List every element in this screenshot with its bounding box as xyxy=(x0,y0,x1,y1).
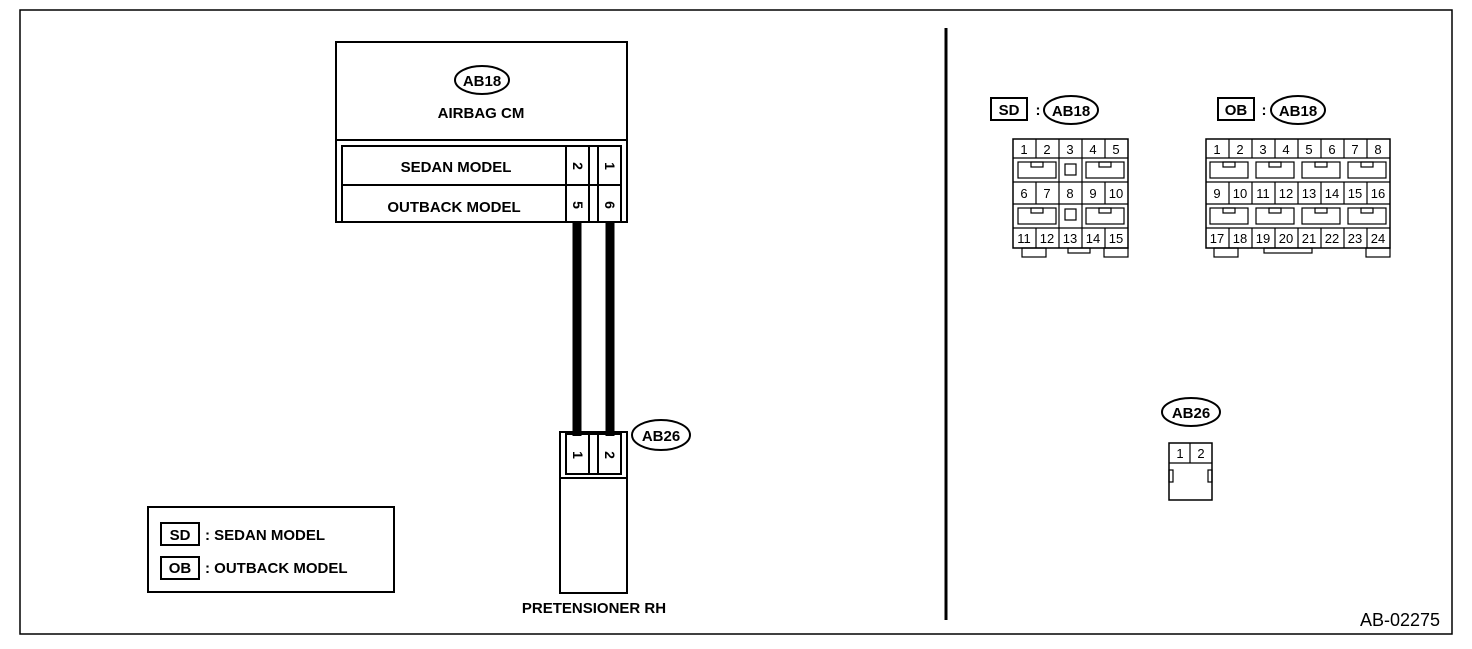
ob-pin-18: 18 xyxy=(1233,231,1247,246)
legend-ob-tag xyxy=(160,556,200,580)
sd-pin-2: 2 xyxy=(1043,142,1050,157)
pretensioner-box xyxy=(559,431,628,594)
ob-pin-12: 12 xyxy=(1279,186,1293,201)
ob-pin-2: 2 xyxy=(1236,142,1243,157)
ab18-connector-badge xyxy=(454,65,510,95)
legend-ob-text: : OUTBACK MODEL xyxy=(205,560,348,577)
ob-pin-23: 23 xyxy=(1348,231,1362,246)
sedan-pin-b: 1 xyxy=(602,162,618,170)
ab26-pin-block xyxy=(565,433,622,475)
pretensioner-rh: 1 2 AB26 PRETENSIONER RH xyxy=(522,419,691,617)
ob-pin-10: 10 xyxy=(1233,186,1247,201)
legend-sd-tag-text: SD xyxy=(170,527,191,544)
sd-pin-12: 12 xyxy=(1040,231,1054,246)
ob-ab18-badge xyxy=(1270,95,1326,125)
sd-pin-5: 5 xyxy=(1112,142,1119,157)
ab26-view-badge xyxy=(1161,397,1221,427)
ob-pin-6: 6 xyxy=(1328,142,1335,157)
ob-pin-7: 7 xyxy=(1351,142,1358,157)
ab26-view-label: AB26 xyxy=(1172,405,1210,422)
sd-tag-text: SD xyxy=(999,102,1020,119)
ob-pin-20: 20 xyxy=(1279,231,1293,246)
sd-pin-1: 1 xyxy=(1020,142,1027,157)
legend-sd-text: : SEDAN MODEL xyxy=(205,527,325,544)
ab26-connector-view: AB26 1 2 xyxy=(1161,397,1221,501)
sd-pin-8: 8 xyxy=(1066,186,1073,201)
sedan-pin-a: 2 xyxy=(570,162,586,170)
sd-pin-7: 7 xyxy=(1043,186,1050,201)
pretensioner-pin-1: 1 xyxy=(570,451,586,459)
sd-sep: : xyxy=(1036,102,1041,119)
ob-tag-text: OB xyxy=(1225,102,1248,119)
sd-ab18-badge xyxy=(1043,95,1099,125)
pretensioner-title: PRETENSIONER RH xyxy=(522,600,666,617)
legend-box xyxy=(147,506,395,593)
ab26-view-pin-2: 2 xyxy=(1197,446,1204,461)
ob-pin-19: 19 xyxy=(1256,231,1270,246)
ob-pin-3: 3 xyxy=(1259,142,1266,157)
sedan-model-row-label: SEDAN MODEL xyxy=(401,159,512,176)
sd-pin-6: 6 xyxy=(1020,186,1027,201)
ob-ab18-connector-view: OB : AB18 1 2 3 xyxy=(1205,95,1391,258)
sd-pin-14: 14 xyxy=(1086,231,1100,246)
sd-pin-11: 11 xyxy=(1017,231,1031,246)
figure-id: AB-02275 xyxy=(1360,610,1440,630)
airbag-cm: AB18 AIRBAG CM SEDAN MODEL OUTBACK MODEL… xyxy=(335,41,628,223)
sd-tag-box xyxy=(990,97,1028,121)
ab26-connector-label: AB26 xyxy=(642,428,680,445)
ob-pin-22: 22 xyxy=(1325,231,1339,246)
pretensioner-pin-2: 2 xyxy=(602,451,618,459)
ob-pin-24: 24 xyxy=(1371,231,1385,246)
ob-pin-17: 17 xyxy=(1210,231,1224,246)
ob-pin-8: 8 xyxy=(1374,142,1381,157)
ob-pin-9: 9 xyxy=(1213,186,1220,201)
ob-pin-1: 1 xyxy=(1213,142,1220,157)
ob-ab18-label: AB18 xyxy=(1279,103,1317,120)
ob-pin-15: 15 xyxy=(1348,186,1362,201)
outer-frame xyxy=(19,9,1453,635)
sd-pin-10: 10 xyxy=(1109,186,1123,201)
sd-pin-13: 13 xyxy=(1063,231,1077,246)
sd-ab18-connector-view: SD : AB18 1 2 3 xyxy=(990,95,1129,258)
outback-model-row-label: OUTBACK MODEL xyxy=(387,199,520,216)
ab26-view-pin-1: 1 xyxy=(1176,446,1183,461)
outback-pin-b: 6 xyxy=(602,201,618,209)
ob-pin-5: 5 xyxy=(1305,142,1312,157)
ob-pin-13: 13 xyxy=(1302,186,1316,201)
ob-pin-4: 4 xyxy=(1282,142,1289,157)
legend: SD : SEDAN MODEL OB : OUTBACK MODEL xyxy=(147,506,395,593)
sd-pin-3: 3 xyxy=(1066,142,1073,157)
airbag-cm-title: AIRBAG CM xyxy=(438,105,525,122)
sd-pin-9: 9 xyxy=(1089,186,1096,201)
ob-pin-21: 21 xyxy=(1302,231,1316,246)
ob-pin-16: 16 xyxy=(1371,186,1385,201)
ab18-connector-label: AB18 xyxy=(463,73,501,90)
outback-pin-a: 5 xyxy=(570,201,586,209)
airbag-cm-box xyxy=(335,41,628,223)
sd-pin-4: 4 xyxy=(1089,142,1096,157)
ab26-connector-badge xyxy=(631,419,691,451)
ob-pin-14: 14 xyxy=(1325,186,1339,201)
ob-sep: : xyxy=(1262,102,1267,119)
sd-pin-15: 15 xyxy=(1109,231,1123,246)
sd-ab18-label: AB18 xyxy=(1052,103,1090,120)
ob-tag-box xyxy=(1217,97,1255,121)
legend-sd-tag xyxy=(160,522,200,546)
ob-pin-11: 11 xyxy=(1256,186,1270,201)
legend-ob-tag-text: OB xyxy=(169,560,192,577)
